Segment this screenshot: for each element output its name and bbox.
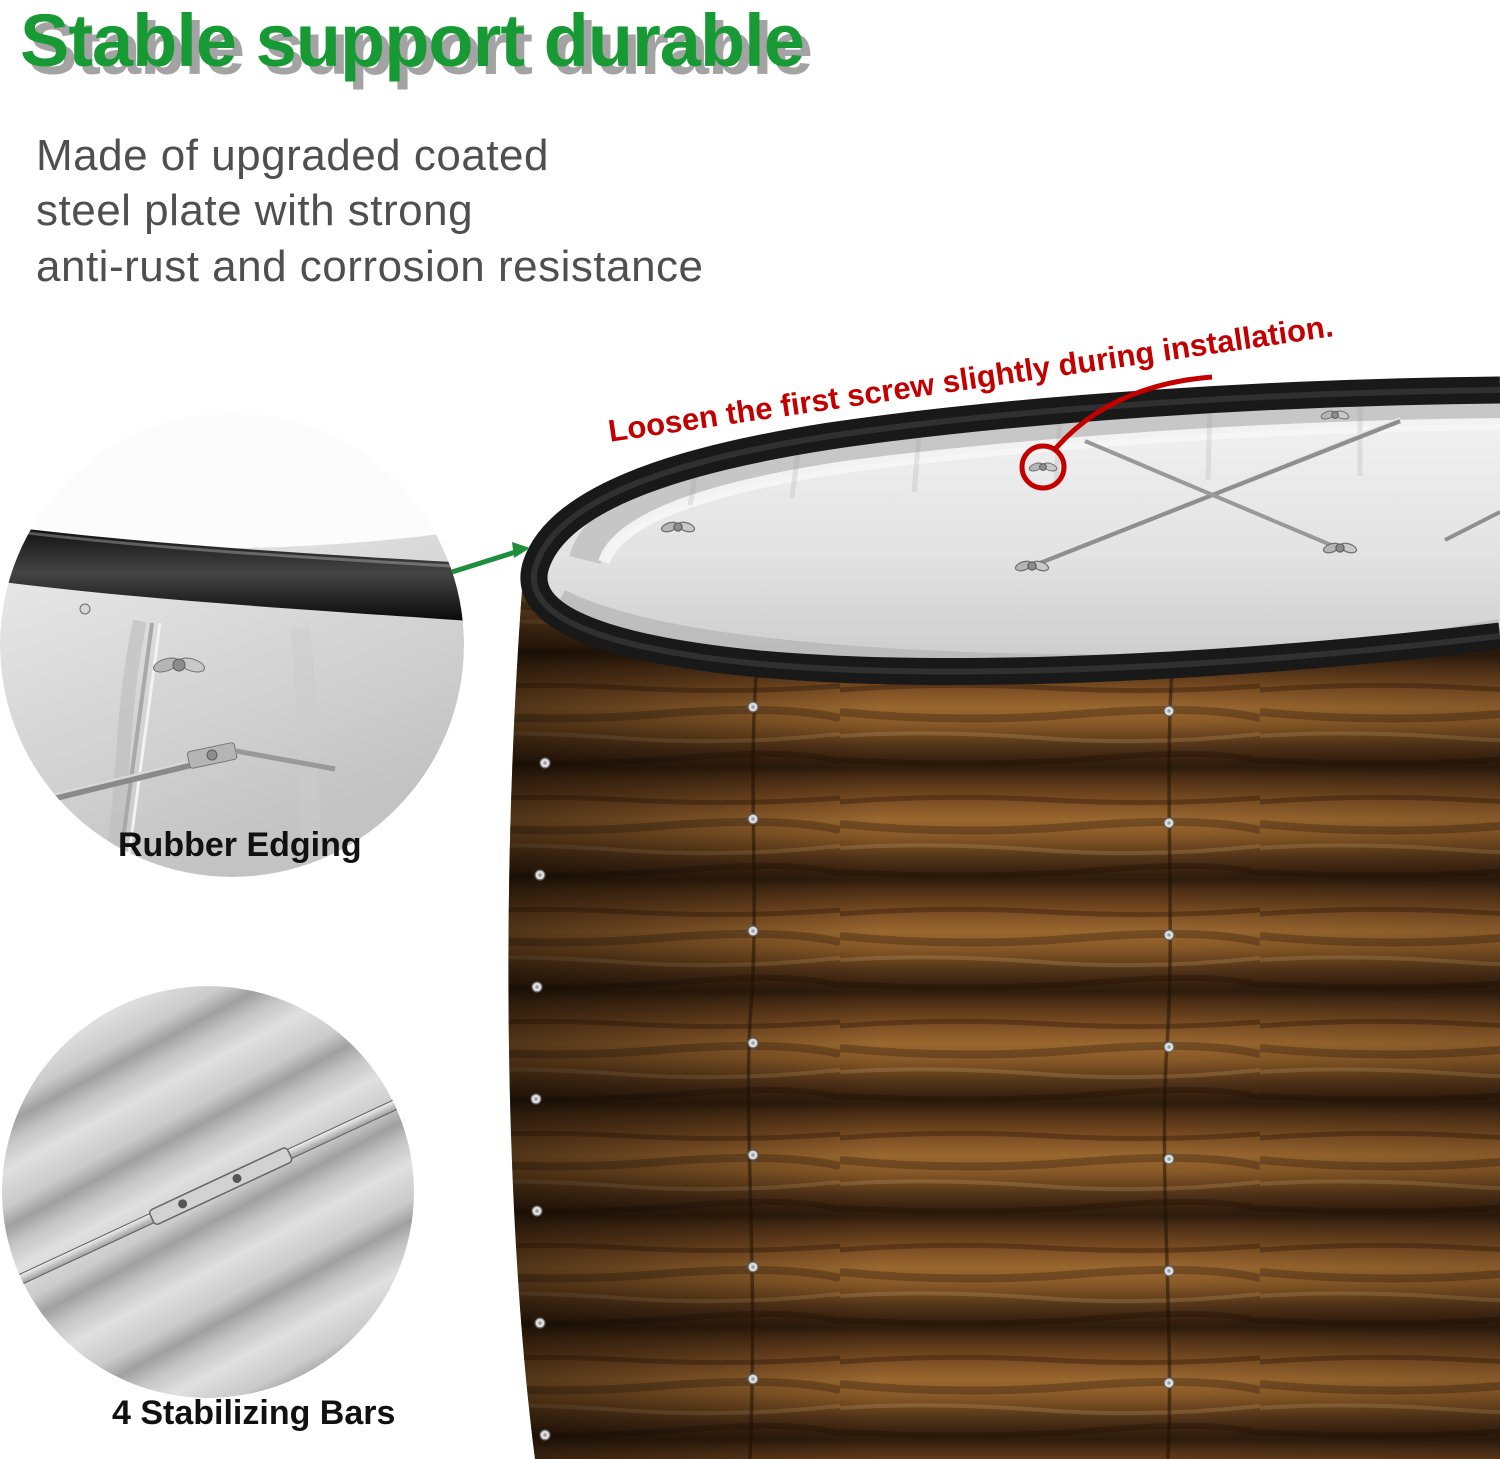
bed-body: [508, 590, 1500, 1459]
red-leader-line: [1054, 374, 1213, 450]
green-leader-line: [451, 542, 530, 575]
description: Made of upgraded coated steel plate with…: [36, 128, 704, 294]
red-highlight-circle: [1019, 374, 1213, 491]
stabilizing-bar: [1031, 417, 1500, 569]
description-line: anti-rust and corrosion resistance: [36, 241, 704, 291]
panel-seam: [746, 675, 758, 1459]
rubber-edging-strip: [0, 525, 464, 621]
rubber-edging-rim: [520, 376, 1500, 685]
stabilizing-bars-label: 4 Stabilizing Bars: [112, 1394, 396, 1432]
rubber-edging-callout: [0, 413, 464, 877]
rubber-edging-label: Rubber Edging: [118, 826, 362, 864]
stabilizing-bars-callout: [2, 986, 414, 1398]
page-title: Stable support durable: [20, 0, 805, 82]
description-line: steel plate with strong: [36, 186, 474, 236]
description-line: Made of upgraded coated: [36, 131, 549, 180]
screw: [79, 603, 91, 615]
wing-screw: [152, 657, 206, 673]
panel-seam: [1162, 667, 1174, 1459]
